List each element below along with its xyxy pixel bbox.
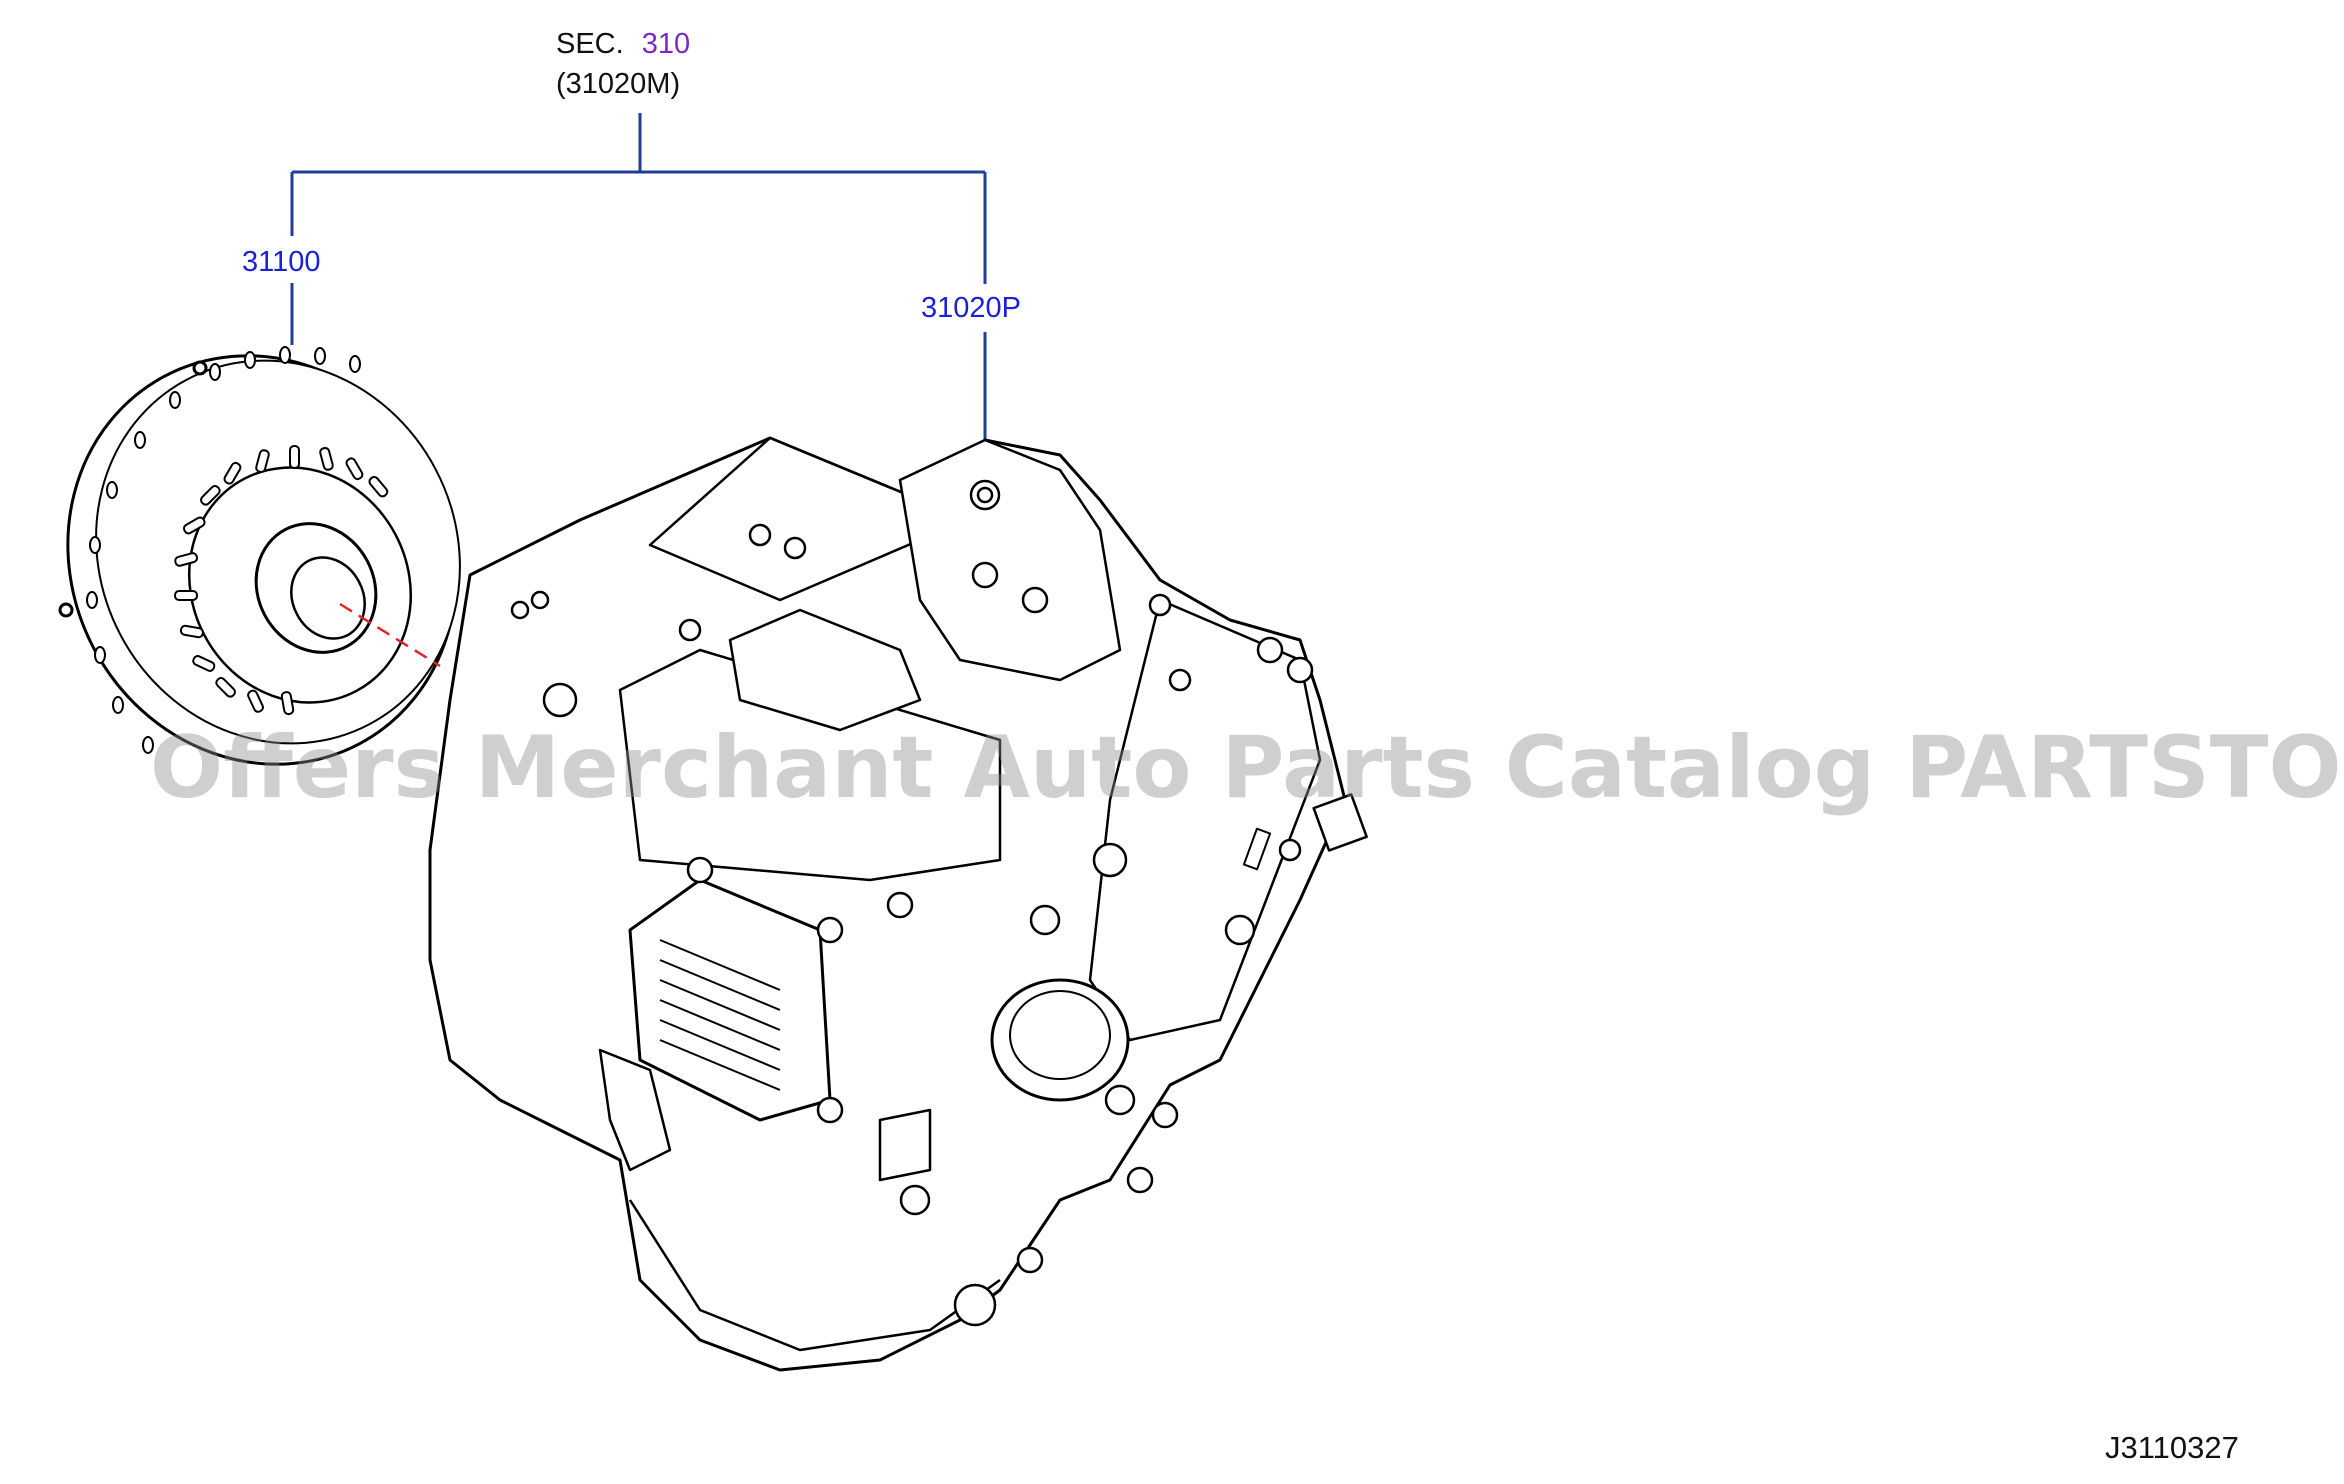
figure-id: J3110327	[2105, 1430, 2239, 1465]
section-label: SEC.	[556, 28, 624, 60]
watermark: Offers Merchant Auto Parts Catalog PARTS…	[150, 718, 2344, 818]
section-reference: SEC. 310	[556, 30, 690, 59]
part-number-transaxle[interactable]: 31020P	[921, 292, 1021, 324]
centerline	[339, 602, 441, 668]
transaxle-drawing	[428, 436, 1368, 1372]
torque-converter-drawing	[58, 346, 461, 766]
section-number-link[interactable]: 310	[641, 28, 691, 60]
section-code: (31020M)	[556, 68, 681, 100]
leader-lines	[290, 113, 987, 440]
part-number-torque-converter[interactable]: 31100	[242, 246, 321, 278]
